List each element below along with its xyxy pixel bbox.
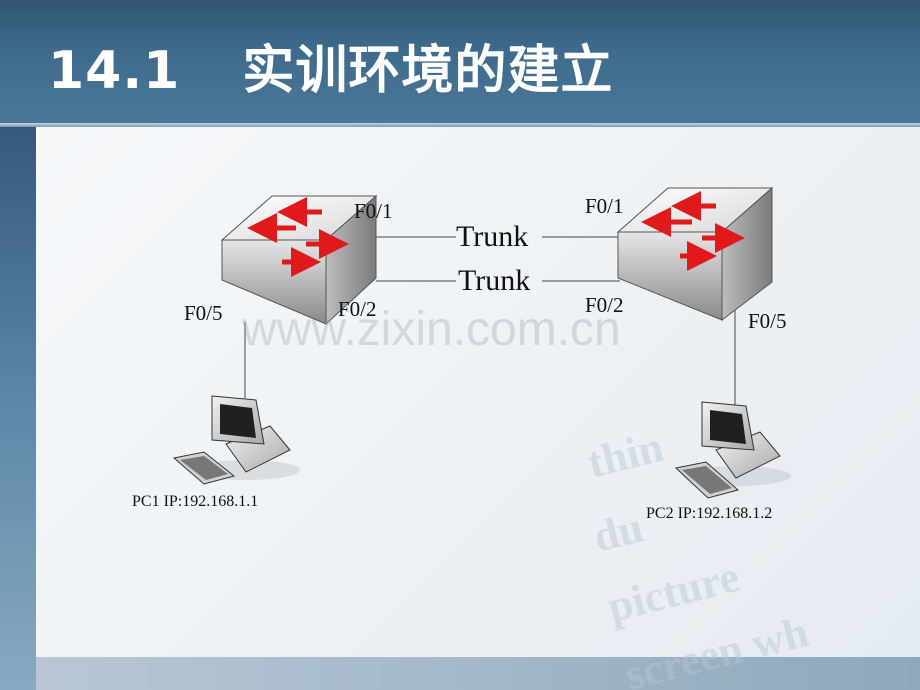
pc-1-label: PC1 IP:192.168.1.1 bbox=[132, 493, 258, 510]
slide-title: 14.1 实训环境的建立 bbox=[48, 28, 613, 103]
watermark: www.zixin.com.cn bbox=[241, 303, 621, 356]
trunk-label-2: Trunk bbox=[458, 264, 530, 297]
switch-1 bbox=[220, 194, 378, 326]
pc-2-computer-icon bbox=[674, 401, 791, 499]
switch-2-port-f0-5: F0/5 bbox=[748, 309, 787, 333]
switch-2-port-f0-1: F0/1 bbox=[585, 194, 624, 218]
switch-1-port-f0-2: F0/2 bbox=[338, 297, 377, 321]
bg-text-2: du bbox=[589, 502, 648, 561]
slide-number: 14.1 bbox=[48, 41, 181, 101]
bottom-decoration bbox=[36, 657, 920, 690]
pc-1-computer-icon bbox=[172, 395, 300, 485]
switch-2-arrows-icon bbox=[641, 191, 745, 271]
content-area bbox=[36, 127, 920, 657]
switch-2-port-f0-2: F0/2 bbox=[585, 293, 624, 317]
title-bar: 14.1 实训环境的建立 bbox=[0, 0, 920, 127]
switch-2 bbox=[616, 186, 774, 322]
slide-title-text: 实训环境的建立 bbox=[242, 41, 614, 101]
switch-1-arrows-icon bbox=[247, 197, 349, 277]
switch-1-port-f0-5: F0/5 bbox=[184, 301, 223, 325]
left-decoration bbox=[0, 127, 36, 690]
background-text: thin du picture screen wh bbox=[583, 422, 813, 690]
bg-text-3: picture bbox=[603, 552, 745, 632]
trunk-label-1: Trunk bbox=[456, 220, 528, 253]
switch-1-port-f0-1: F0/1 bbox=[354, 199, 393, 223]
pc-2-label: PC2 IP:192.168.1.2 bbox=[646, 505, 772, 522]
bg-text-1: thin bbox=[583, 422, 668, 488]
